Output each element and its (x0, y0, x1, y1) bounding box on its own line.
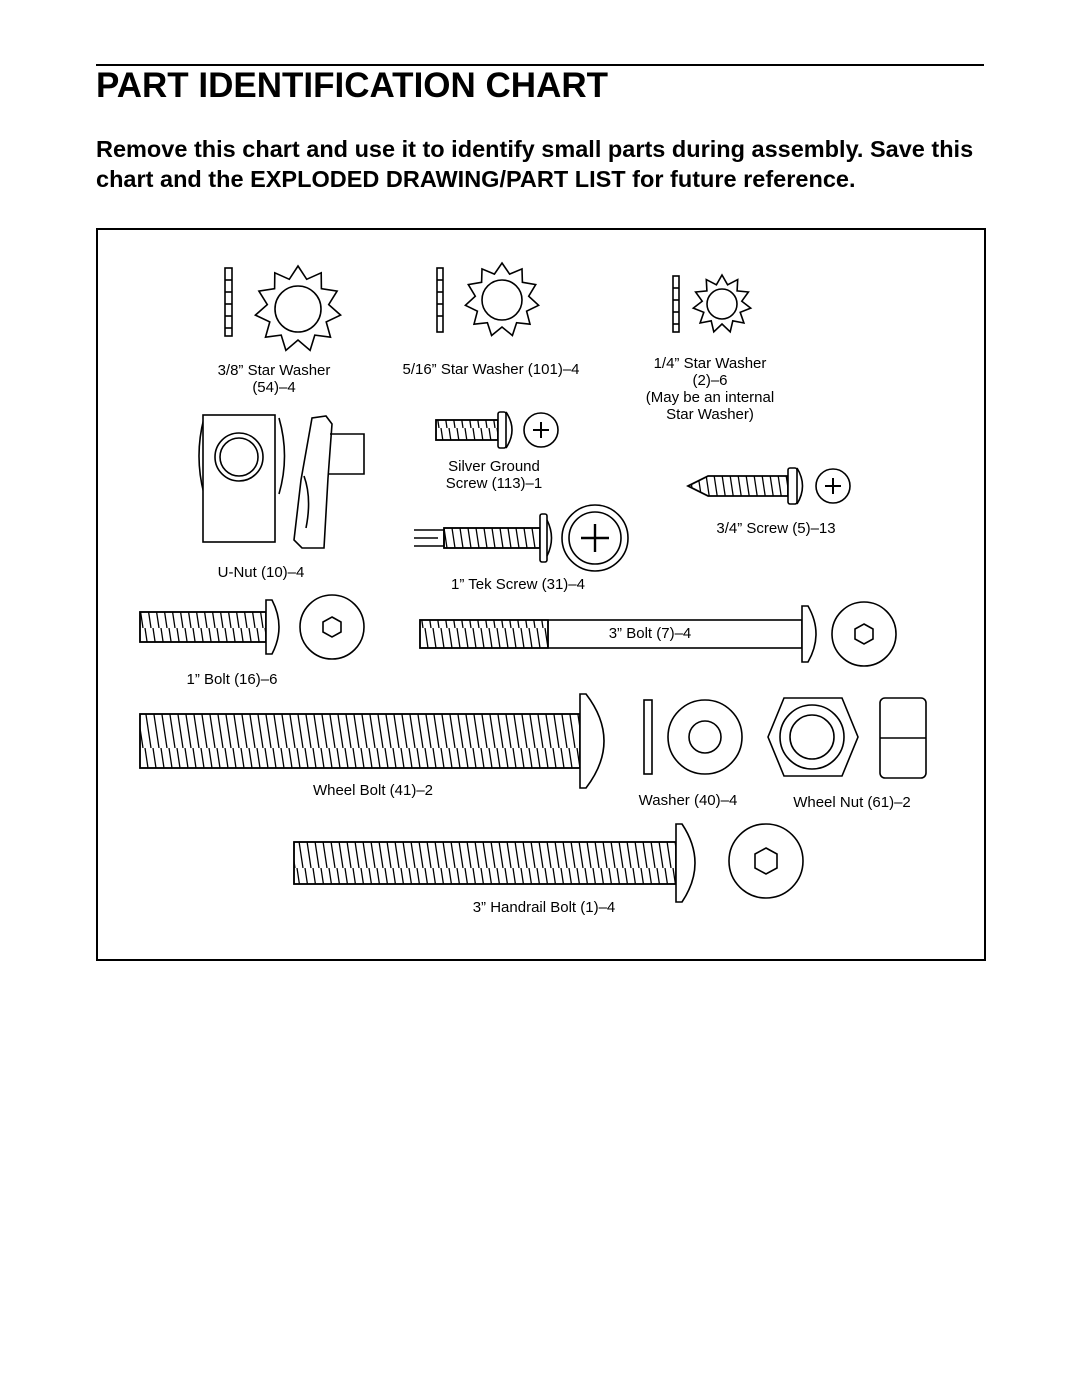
label-tek-screw: 1” Tek Screw (31)–4 (428, 576, 608, 593)
label-washer: Washer (40)–4 (618, 792, 758, 809)
label-line: Wheel Bolt (41)–2 (312, 782, 434, 799)
label-line: Washer (40)–4 (638, 792, 738, 809)
label-line: Star Washer) (666, 406, 754, 423)
silver-ground-screw-icon (435, 411, 559, 449)
label-line: 1/4” Star Washer (653, 355, 767, 372)
label-line: Screw (113)–1 (445, 475, 543, 492)
label-screw-3-4: 3/4” Screw (5)–13 (696, 520, 856, 537)
u-nut-icon (198, 414, 365, 549)
label-line: 3” Handrail Bolt (1)–4 (472, 899, 616, 916)
label-wheel-nut: Wheel Nut (61)–2 (772, 794, 932, 811)
label-wheel-bolt: Wheel Bolt (41)–2 (290, 782, 456, 799)
part-chart-frame (96, 228, 986, 961)
label-line: 1” Tek Screw (31)–4 (451, 576, 585, 593)
label-star-washer-5-16: 5/16” Star Washer (101)–4 (378, 361, 604, 378)
label-line: (May be an internal (645, 389, 775, 406)
label-line: Silver Ground (448, 458, 540, 475)
tek-screw-1-icon (414, 504, 629, 572)
bolt-3-icon (419, 601, 897, 667)
bolt-1-icon (139, 594, 365, 660)
label-u-nut: U-Nut (10)–4 (196, 564, 326, 581)
label-silver-ground-screw: Silver Ground Screw (113)–1 (420, 458, 568, 492)
page-title: PART IDENTIFICATION CHART (96, 66, 608, 105)
washer-icon (643, 699, 743, 775)
label-bolt-3: 3” Bolt (7)–4 (590, 625, 710, 642)
label-handrail-bolt: 3” Handrail Bolt (1)–4 (444, 899, 644, 916)
label-star-washer-1-4: 1/4” Star Washer (2)–6 (May be an intern… (620, 355, 800, 423)
wheel-nut-icon (767, 697, 927, 779)
label-line: (54)–4 (252, 379, 296, 396)
intro-text: Remove this chart and use it to identify… (96, 136, 974, 192)
label-line: 1” Bolt (16)–6 (186, 671, 278, 688)
label-bolt-1: 1” Bolt (16)–6 (172, 671, 292, 688)
label-line: 3/4” Screw (5)–13 (716, 520, 836, 537)
label-star-washer-3-8: 3/8” Star Washer (54)–4 (196, 362, 352, 396)
handrail-bolt-icon (293, 823, 804, 903)
label-line: 3/8” Star Washer (217, 362, 331, 379)
wheel-bolt-icon (139, 693, 605, 789)
star-washer-5-16-icon (436, 261, 541, 337)
label-line: Wheel Nut (61)–2 (793, 794, 911, 811)
top-rule (96, 64, 984, 66)
label-line: U-Nut (10)–4 (217, 564, 305, 581)
screw-3-4-icon (686, 467, 851, 505)
star-washer-3-8-icon (224, 264, 343, 352)
part-drawings (139, 261, 927, 903)
label-line: (2)–6 (692, 372, 728, 389)
label-line: 5/16” Star Washer (101)–4 (402, 361, 580, 378)
star-washer-1-4-icon (672, 273, 753, 334)
label-line: 3” Bolt (7)–4 (608, 625, 692, 642)
